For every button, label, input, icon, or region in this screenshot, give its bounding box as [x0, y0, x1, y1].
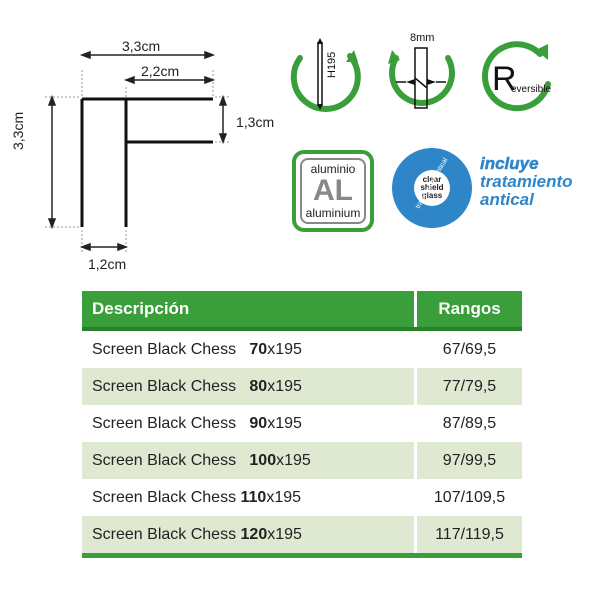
dim-top-width: 3,3cm [122, 38, 161, 54]
row-suffix: x195 [267, 377, 302, 395]
row-name: Screen Black Chess [92, 525, 237, 543]
row-suffix: x195 [267, 525, 302, 543]
row-description: Screen Black Chess 90x195 [82, 405, 416, 442]
antical-seal-icon: clear shield glass tratamiento antical [392, 148, 472, 228]
thickness-icon: 8mm [382, 32, 462, 116]
table-row: Screen Black Chess 110x195 107/109,5 [82, 479, 522, 516]
material-top-label: aluminio [310, 162, 356, 176]
row-name: Screen Black Chess [92, 451, 237, 469]
aluminium-badge: aluminio AL aluminium [292, 150, 374, 232]
row-description: Screen Black Chess 100x195 [82, 442, 416, 479]
row-range: 97/99,5 [414, 442, 522, 479]
table-row: Screen Black Chess 70x195 67/69,5 [82, 329, 522, 368]
antical-center-2: shield [420, 183, 444, 192]
antical-headline-2: tratamiento [480, 172, 573, 191]
dim-right-height: 1,3cm [236, 114, 275, 130]
header-ranges: Rangos [414, 291, 522, 331]
reversible-text: eversible [511, 84, 552, 95]
row-size: 90 [249, 414, 268, 432]
profile-diagram [45, 50, 230, 253]
material-symbol: AL [313, 174, 353, 207]
row-name: Screen Black Chess [92, 340, 237, 358]
row-size: 80 [249, 377, 268, 395]
table-header-row: Descripción Rangos [82, 291, 522, 331]
row-suffix: x195 [267, 340, 302, 358]
row-size: 70 [249, 340, 268, 358]
table-row: Screen Black Chess 90x195 87/89,5 [82, 405, 522, 442]
reversible-icon: R eversible [478, 38, 558, 118]
header-description: Descripción [82, 291, 416, 331]
thickness-label: 8mm [410, 32, 435, 44]
height-label: H195 [326, 51, 338, 78]
dim-left-height: 3,3cm [10, 111, 26, 150]
row-suffix: x195 [267, 414, 302, 432]
row-range: 77/79,5 [414, 368, 522, 405]
row-range: 67/69,5 [414, 329, 522, 368]
row-description: Screen Black Chess 80x195 [82, 368, 416, 405]
row-description: Screen Black Chess 70x195 [82, 329, 416, 368]
dim-bottom-width: 1,2cm [88, 256, 127, 272]
row-range: 87/89,5 [414, 405, 522, 442]
table-row: Screen Black Chess 100x195 97/99,5 [82, 442, 522, 479]
row-name: Screen Black Chess [92, 377, 237, 395]
reversible-initial: R [492, 60, 517, 98]
row-description: Screen Black Chess 110x195 [82, 479, 416, 516]
antical-center-3: glass [421, 191, 443, 200]
row-size: 110 [240, 488, 267, 506]
antical-center-1: clear [422, 175, 442, 184]
material-bottom-label: aluminium [305, 206, 361, 220]
row-size: 120 [240, 525, 268, 543]
row-name: Screen Black Chess [92, 488, 237, 506]
row-description: Screen Black Chess 120x195 [82, 516, 416, 558]
dim-inner-width: 2,2cm [141, 63, 180, 79]
table-row: Screen Black Chess 80x195 77/79,5 [82, 368, 522, 405]
spec-table: Descripción Rangos Screen Black Chess 70… [82, 291, 522, 558]
height-icon: H195 [288, 36, 364, 112]
row-name: Screen Black Chess [92, 414, 237, 432]
antical-headline: incluye tratamiento antical [480, 154, 590, 225]
antical-headline-1: incluye [480, 154, 539, 173]
table-row: Screen Black Chess 120x195 117/119,5 [82, 516, 522, 558]
row-suffix: x195 [276, 451, 311, 469]
antical-headline-3: antical [480, 190, 534, 209]
row-size: 100 [249, 451, 277, 469]
row-range: 107/109,5 [414, 479, 522, 516]
row-range: 117/119,5 [414, 516, 522, 558]
row-suffix: x195 [266, 488, 302, 506]
